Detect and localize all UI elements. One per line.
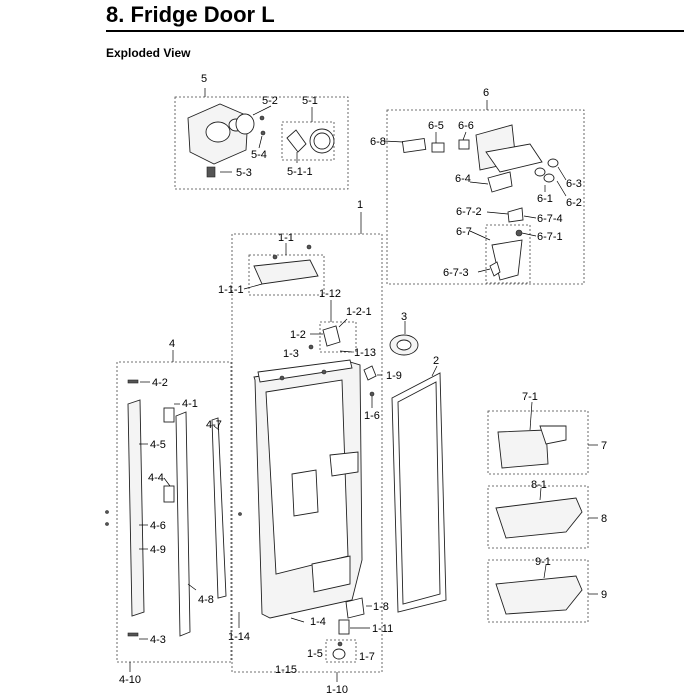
label-6-7-4: 6-7-4	[537, 213, 563, 225]
label-1-10: 1-10	[326, 684, 348, 696]
part-1-2	[322, 325, 341, 347]
part-5-3	[206, 166, 216, 178]
label-4-3: 4-3	[150, 634, 166, 646]
label-6-3: 6-3	[566, 178, 582, 190]
label-1-2: 1-2	[290, 329, 306, 341]
label-4-8: 4-8	[198, 594, 214, 606]
label-6-7-1: 6-7-1	[537, 231, 563, 243]
label-5-1-1: 5-1-1	[287, 166, 313, 178]
label-6-7-3: 6-7-3	[443, 267, 469, 279]
group-1-box	[231, 233, 383, 673]
group-9-box	[487, 559, 589, 623]
label-1-7: 1-7	[359, 651, 375, 663]
label-8: 8	[601, 513, 607, 525]
label-6-8: 6-8	[370, 136, 386, 148]
group-6-box	[386, 109, 585, 285]
hinge-rail-part	[127, 399, 145, 617]
part-4-7	[211, 417, 227, 599]
part-6-7-1	[515, 229, 523, 237]
part-6-6	[458, 139, 470, 150]
label-4-1: 4-1	[182, 398, 198, 410]
label-6-1: 6-1	[537, 193, 553, 205]
label-8-1: 8-1	[531, 479, 547, 491]
part-8-1	[495, 497, 583, 539]
part-6-1	[543, 173, 555, 183]
label-1: 1	[357, 199, 363, 211]
label-3: 3	[401, 311, 407, 323]
part-1-3	[308, 344, 314, 350]
part-1-6	[369, 391, 375, 397]
part-6-5	[431, 142, 445, 153]
part-1-1	[253, 259, 319, 285]
label-4: 4	[169, 338, 175, 350]
label-1-11: 1-11	[372, 623, 393, 635]
label-1-14: 1-14	[228, 631, 250, 643]
label-1-15: 1-15	[275, 664, 297, 676]
part-4-2	[127, 379, 139, 384]
label-6-6: 6-6	[458, 120, 474, 132]
label-5: 5	[201, 73, 207, 85]
part-6-8	[401, 138, 427, 153]
label-5-3: 5-3	[236, 167, 252, 179]
title-underline	[106, 30, 684, 32]
label-1-8: 1-8	[373, 601, 389, 613]
part-4-4	[163, 485, 175, 503]
group-5-box	[174, 96, 349, 190]
part-5-1-1	[286, 129, 307, 153]
label-5-4: 5-4	[251, 149, 267, 161]
label-4-5: 4-5	[150, 439, 166, 451]
label-1-4: 1-4	[310, 616, 326, 628]
group-8-box	[487, 485, 589, 549]
label-9: 9	[601, 589, 607, 601]
label-1-13: 1-13	[354, 347, 376, 359]
part-1-8	[345, 597, 365, 619]
label-4-4: 4-4	[148, 472, 164, 484]
page-title: 8. Fridge Door L	[106, 2, 275, 27]
label-6: 6	[483, 87, 489, 99]
group-4-box	[116, 361, 232, 663]
part-1-9	[363, 365, 377, 381]
section-subtitle: Exploded View	[106, 46, 191, 60]
label-1-12: 1-12	[319, 288, 341, 300]
label-4-6: 4-6	[150, 520, 166, 532]
label-4-9: 4-9	[150, 544, 166, 556]
part-9-1	[495, 575, 583, 615]
label-1-3: 1-3	[283, 348, 299, 360]
label-4-7: 4-7	[206, 419, 222, 431]
label-9-1: 9-1	[535, 556, 551, 568]
label-6-2: 6-2	[566, 197, 582, 209]
part-4-3	[127, 632, 139, 637]
part-4-8	[175, 411, 191, 637]
part-4-1	[163, 407, 175, 423]
part-7-1	[497, 429, 549, 469]
label-1-1-1: 1-1-1	[218, 284, 244, 296]
part-1-5	[332, 648, 346, 660]
label-1-5: 1-5	[307, 648, 323, 660]
group-7-box	[487, 410, 589, 475]
label-1-2-1: 1-2-1	[346, 306, 372, 318]
label-6-4: 6-4	[455, 173, 471, 185]
label-5-2: 5-2	[262, 95, 278, 107]
label-6-7-2: 6-7-2	[456, 206, 482, 218]
label-7-1: 7-1	[522, 391, 538, 403]
label-7: 7	[601, 440, 607, 452]
label-1-1: 1-1	[278, 232, 294, 244]
label-6-5: 6-5	[428, 120, 444, 132]
label-5-1: 5-1	[302, 95, 318, 107]
part-1-7	[337, 641, 343, 647]
label-2: 2	[433, 355, 439, 367]
part-5-2	[235, 113, 255, 135]
label-4-10: 4-10	[119, 674, 141, 686]
label-1-9: 1-9	[386, 370, 402, 382]
label-4-2: 4-2	[152, 377, 168, 389]
label-6-7: 6-7	[456, 226, 472, 238]
part-6-7-4	[507, 207, 524, 223]
part-1-11	[338, 619, 350, 635]
part-6-4	[487, 171, 513, 193]
label-1-6: 1-6	[364, 410, 380, 422]
